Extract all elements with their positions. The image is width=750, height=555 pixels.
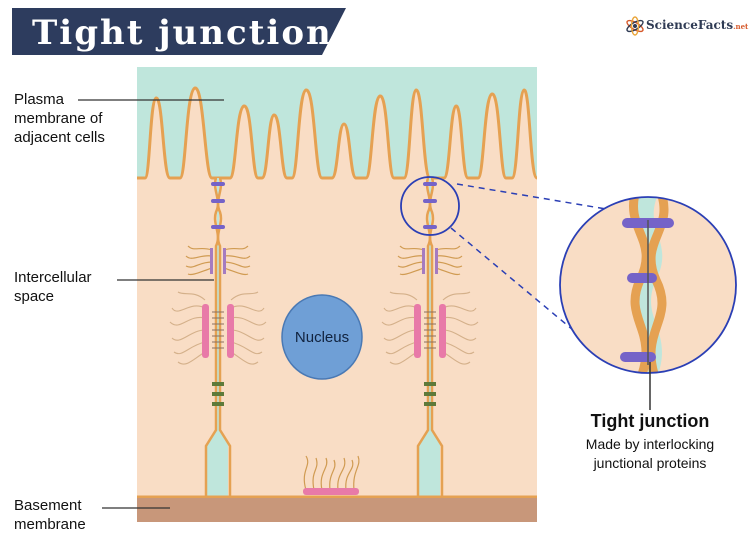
title-banner-bg [12,8,346,55]
nucleus: Nucleus [281,294,363,380]
label-line: membrane of [14,110,103,127]
label-line: membrane [14,516,86,533]
label-basement-membrane: Basement membrane [14,496,86,534]
magnify-selection-circle [400,176,460,236]
right-lateral-junction [381,177,479,497]
label-line: Basement [14,497,82,514]
basement-membrane [137,498,537,522]
label-line: adjacent cells [14,129,105,146]
title-banner: Tight junction [12,8,346,55]
atom-icon [626,16,644,36]
hemidesmosome [303,455,360,495]
label-line: Intercellular [14,269,92,286]
apical-membrane [137,86,537,180]
zoom-inset [559,196,737,410]
left-lateral-junction [169,177,267,497]
tight-junction-callout: Tight junction Made by interlocking junc… [560,412,740,473]
tissue-section [137,67,537,522]
brand-suffix: .net [733,22,749,31]
zoom-guide-top [456,183,631,214]
label-line: space [14,288,55,305]
callout-description-line: Made by interlocking [585,436,715,452]
label-line: Plasma [14,91,65,108]
label-intercellular-space: Intercellular space [14,268,92,306]
page-title: Tight junction [32,13,333,53]
nucleus-label: Nucleus [295,329,349,346]
callout-title: Tight junction [590,411,710,431]
label-plasma-membrane: Plasma membrane of adjacent cells [14,90,105,147]
zoom-guide-bottom [450,227,574,331]
brand-logo: ScienceFacts.net [624,14,748,38]
callout-description-line: junctional proteins [593,455,707,471]
cell-cytoplasm [137,87,537,497]
brand-name: ScienceFacts [646,18,734,32]
